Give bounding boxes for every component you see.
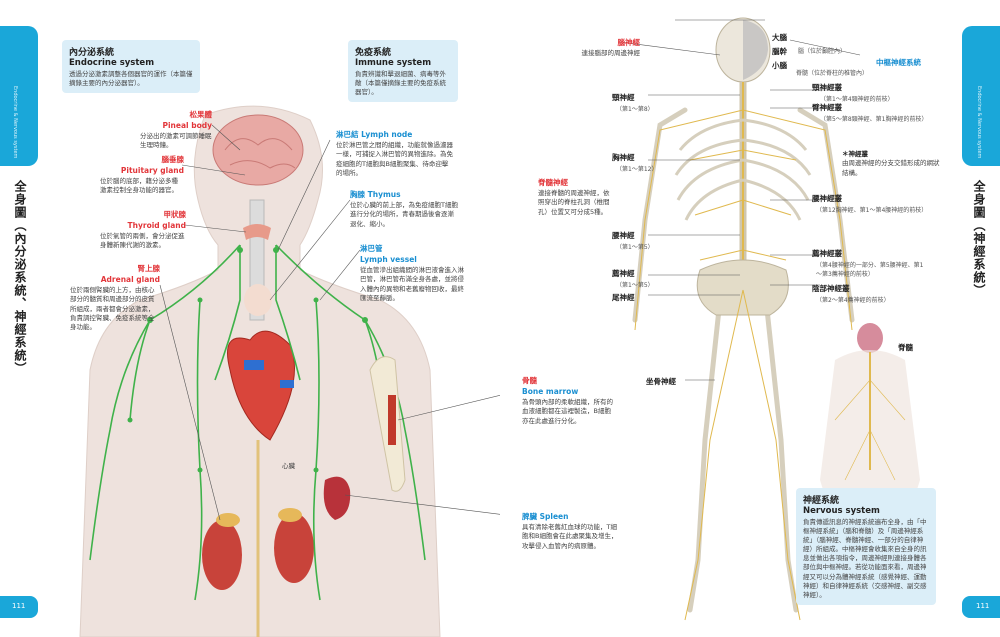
thoracic-nerve-label: 胸神經 (612, 152, 635, 163)
thyroid-en: Thyroid gland (100, 221, 186, 232)
thymus-desc: 位於心臟的前上部，為免疫細胞T細胞進行分化的場所，青春期過後會逐漸退化、縮小。 (350, 201, 458, 229)
endocrine-desc: 透過分泌激素調整各個器官的運作（本篇僅摘錄主要的內分泌器官）。 (69, 70, 193, 88)
lymph-node-label: 淋巴結 Lymph node 位於淋巴管之間的組織，功能就像過濾器一樣，可捕捉入… (336, 130, 454, 179)
page-number-tab-right: 111 (962, 596, 1000, 618)
pituitary-zh: 腦垂腺 (100, 155, 184, 166)
side-title-right: 全身圖（神經系統） (971, 180, 988, 297)
brain-note: 腦（位於顱腔內） (798, 46, 846, 55)
cervical-nerve-sub: （第1～第8） (616, 104, 654, 113)
right-page: Endocrine & Nervous system 全身圖（神經系統） 111… (500, 0, 1000, 637)
side-title-left: 全身圖（內分泌系統、神經系統） (12, 180, 29, 375)
lymph-vessel-label: 淋巴管 Lymph vessel 從血管滲出組織間的淋巴液會進入淋巴管，淋巴管布… (360, 244, 470, 303)
endocrine-title-zh: 內分泌系統 (69, 45, 193, 58)
sciatic-nerve-label: 坐骨神經 (646, 376, 676, 387)
page-number-tab-left: 111 (0, 596, 38, 618)
immune-system-box: 免疫系統 Immune system 負責辨識和擊退細菌、病毒等外敵（本篇僅摘錄… (348, 40, 458, 102)
lymph-vessel-zh: 淋巴管 (360, 244, 470, 255)
brachial-plexus-sub: （第5～第8頸神經、第1胸神經的前枝） (820, 114, 927, 123)
lymph-node-desc: 位於淋巴管之間的組織，功能就像過濾器一樣，可捕捉入淋巴管的異物進除。為免疫細胞的… (336, 141, 454, 179)
section-tab-caption-right: Endocrine & Nervous system (976, 86, 982, 158)
cranial-nerve-label: 腦神經 連接腦部的周邊神經 (580, 38, 640, 58)
immune-title-zh: 免疫系統 (355, 45, 451, 58)
page-number-left: 111 (12, 602, 25, 610)
immune-desc: 負責辨識和擊退細菌、病毒等外敵（本篇僅摘錄主要的免疫系統器官）。 (355, 70, 451, 97)
brachial-plexus-label: 臂神經叢 (812, 102, 842, 113)
sacral-nerve-sub: （第1～第5） (616, 280, 654, 289)
immune-title-en: Immune system (355, 58, 451, 68)
section-tab-right: Endocrine & Nervous system (962, 26, 1000, 166)
sacral-plexus-label: 薦神經叢 (812, 248, 842, 259)
plexus-note-title: ＊神經叢 (842, 150, 942, 159)
thyroid-zh: 甲狀腺 (100, 210, 186, 221)
thyroid-desc: 位於氣管的兩側，會分泌促進身體新陳代謝的激素。 (100, 232, 186, 251)
sacral-plexus-sub: （第4腰神經的一部分、第5腰神經、第1～第3薦神經的前枝） (816, 260, 926, 278)
pineal-label: 松果體 Pineal body 分泌出的激素可調節睡眠生理時鐘。 (140, 110, 212, 151)
coccygeal-nerve-label: 尾神經 (612, 292, 635, 303)
spinal-nerve-box: 脊髓神經 連接脊髓的周邊神經，依照穿出的脊柱孔洞（椎間孔）位置又可分成5種。 (538, 178, 610, 217)
pudendal-plexus-label: 陰部神經叢 (812, 283, 850, 294)
nervous-desc: 負責傳遞訊息的神經系統遍布全身，由「中樞神經系統」（腦和脊髓）及「周邊神經系統」… (803, 518, 929, 600)
plexus-note: ＊神經叢 由周邊神經的分支交錯形成的網狀結構。 (842, 150, 942, 178)
brainstem-label: 腦幹 (772, 46, 787, 57)
spinal-cord-label: 脊髓 (898, 342, 913, 353)
thoracic-nerve-sub: （第1～第12） (616, 164, 657, 173)
thymus-title: 胸腺 Thymus (350, 190, 458, 201)
thyroid-label: 甲狀腺 Thyroid gland 位於氣管的兩側，會分泌促進身體新陳代謝的激素… (100, 210, 186, 251)
spinal-nerve-desc: 連接脊髓的周邊神經，依照穿出的脊柱孔洞（椎間孔）位置又可分成5種。 (538, 189, 610, 217)
cerebellum-label: 小腦 (772, 60, 787, 71)
page-number-right: 111 (976, 602, 989, 610)
lymph-vessel-desc: 從血管滲出組織間的淋巴液會進入淋巴管，淋巴管布滿全身各處，並將侵入體內的異物和老… (360, 266, 470, 304)
pituitary-desc: 位於腦的底部，藉分泌多種激素控制全身功能的器官。 (100, 177, 184, 196)
sacral-nerve-label: 薦神經 (612, 268, 635, 279)
endocrine-title-en: Endocrine system (69, 58, 193, 68)
section-tab-left: Endocrine & Nervous system (0, 26, 38, 166)
adrenal-desc: 位於兩側腎臟的上方，由核心部分的髓質和周邊部分的皮質所組成，兩者都會分泌激素，負… (70, 286, 160, 333)
section-tab-caption: Endocrine & Nervous system (12, 86, 18, 158)
thymus-label: 胸腺 Thymus 位於心臟的前上部，為免疫細胞T細胞進行分化的場所，青春期過後… (350, 190, 458, 229)
spinal-note: 脊髓（位於脊柱的椎管內） (796, 68, 868, 77)
lymph-node-title: 淋巴結 Lymph node (336, 130, 454, 141)
lumbar-nerve-sub: （第1～第5） (616, 242, 654, 251)
cervical-nerve-label: 頸神經 (612, 92, 635, 103)
pineal-en: Pineal body (140, 121, 212, 132)
cns-label: 中樞神經系統 (876, 57, 921, 68)
adrenal-label: 腎上腺 Adrenal gland 位於兩側腎臟的上方，由核心部分的髓質和周邊部… (70, 264, 160, 333)
pineal-desc: 分泌出的激素可調節睡眠生理時鐘。 (140, 132, 212, 151)
pituitary-label: 腦垂腺 Pituitary gland 位於腦的底部，藉分泌多種激素控制全身功能… (100, 155, 184, 196)
lymph-vessel-en: Lymph vessel (360, 255, 470, 266)
spinal-nerve-zh: 脊髓神經 (538, 178, 610, 189)
endocrine-system-box: 內分泌系統 Endocrine system 透過分泌激素調整各個器官的運作（本… (62, 40, 200, 93)
pudendal-plexus-sub: （第2～第4薦神經的前枝） (816, 295, 890, 304)
lumbar-plexus-label: 腰神經叢 (812, 193, 842, 204)
plexus-note-desc: 由周邊神經的分支交錯形成的網狀結構。 (842, 159, 942, 178)
adrenal-en: Adrenal gland (70, 275, 160, 286)
cranial-nerve-desc: 連接腦部的周邊神經 (580, 49, 640, 58)
adrenal-zh: 腎上腺 (70, 264, 160, 275)
nervous-title-en: Nervous system (803, 506, 929, 516)
heart-label: 心臟 (282, 462, 295, 471)
lumbar-nerve-label: 腰神經 (612, 230, 635, 241)
nervous-system-box: 神經系統 Nervous system 負責傳遞訊息的神經系統遍布全身，由「中樞… (796, 488, 936, 605)
lumbar-plexus-sub: （第12胸神經、第1～第4腰神經的前枝） (816, 205, 927, 214)
pituitary-en: Pituitary gland (100, 166, 184, 177)
nervous-title-zh: 神經系統 (803, 493, 929, 506)
pineal-zh: 松果體 (140, 110, 212, 121)
cerebrum-label: 大腦 (772, 32, 787, 43)
left-page: Endocrine & Nervous system 全身圖（內分泌系統、神經系… (0, 0, 500, 637)
cranial-nerve-zh: 腦神經 (580, 38, 640, 49)
cervical-plexus-label: 頸神經叢 (812, 82, 842, 93)
